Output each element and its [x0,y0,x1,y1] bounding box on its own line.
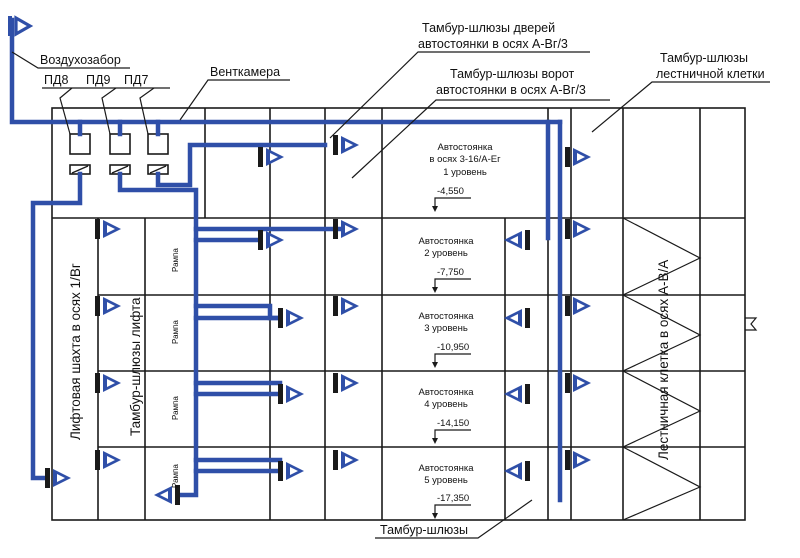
parking-title: Автостоянка [418,387,474,398]
elevation-leader [434,504,471,515]
supply-valve-icon [278,308,304,328]
elevation-leader [434,197,471,208]
supply-valve-icon [504,461,530,481]
supply-valve-icon [95,219,121,239]
supply-valve-icon [504,308,530,328]
fan-units [69,133,169,175]
stair-flights [621,217,702,521]
break-mark [745,317,758,331]
supply-valve-icon [278,384,304,404]
elevation-marks: -4,550 -7,750 -10,950 -14,150 -17,350 [432,186,471,519]
elevation-value: -14,150 [437,418,469,429]
stair-lock-label-2: лестничной клетки [656,67,765,81]
ramp-label: Рампа [171,396,180,420]
supply-valves [45,135,591,505]
supply-valve-icon [504,384,530,404]
elevation-value: -10,950 [437,342,469,353]
air-intake-label: Воздухозабор [40,53,121,67]
elevation-leader [434,353,471,364]
supply-valve-icon [95,373,121,393]
ramp-label: Рампа [171,320,180,344]
bottom-locks-label: Тамбур-шлюзы [380,523,468,537]
stairwell-label: Лестничная клетка в осях А-В/А [656,260,671,460]
supply-valve-icon [565,147,591,167]
elevation-arrow-icon [432,362,438,368]
pd8-label: ПД8 [44,73,68,87]
parking-level: 2 уровень [424,248,468,259]
supply-valve-icon [333,373,359,393]
air-ducts [9,17,563,503]
fan-pd8 [69,133,91,155]
gates-lock-label-1: Тамбур-шлюзы ворот [450,67,575,81]
elevation-arrow-icon [432,206,438,212]
supply-valve-icon [154,485,180,505]
elevation-value: -7,750 [437,267,464,278]
leader-lines [11,51,770,539]
text-labels: Воздухозабор ПД8 ПД9 ПД7 Венткамера Тамб… [8,15,765,537]
parking-title: Автостоянка [418,236,474,247]
parking-level: 5 уровень [424,475,468,486]
elevation-value: -4,550 [437,186,464,197]
parking-title: Автостоянка [418,463,474,474]
ramp-label: Рампа [171,248,180,272]
supply-valve-icon [565,373,591,393]
parking-title: Автостоянка [437,142,493,153]
ramp-label: Рампа [171,464,180,488]
parking-title: Автостоянка [418,311,474,322]
parking-level: 3 уровень [424,323,468,334]
gates-lock-label-2: автостоянки в осях А-Вг/3 [436,83,586,97]
parking-axes: в осях 3-16/А-Ег [429,154,501,165]
parking-level: 4 уровень [424,399,468,410]
parking-labels: Автостоянка в осях 3-16/А-Ег 1 уровень А… [418,142,501,486]
lift-shaft-label: Лифтовая шахта в осях 1/Вг [68,263,83,440]
supply-valve-icon [333,296,359,316]
fan-pd7 [147,133,169,155]
supply-valve-icon [565,219,591,239]
supply-valve-icon [333,219,359,239]
pd9-label: ПД9 [86,73,110,87]
supply-valve-icon [565,450,591,470]
supply-valve-icon [95,296,121,316]
elevation-leader [434,429,471,440]
stair-lock-label-1: Тамбур-шлюзы [660,51,748,65]
pd7-label: ПД7 [124,73,148,87]
elevation-value: -17,350 [437,493,469,504]
elevation-arrow-icon [432,513,438,519]
lift-lock-label: Тамбур-шлюзы лифта [128,297,143,436]
supply-valve-icon [258,147,284,167]
supply-valve-icon [565,296,591,316]
supply-valve-icon [504,230,530,250]
elevation-arrow-icon [432,438,438,444]
doors-lock-label-2: автостоянки в осях А-Вг/3 [418,37,568,51]
doors-lock-label-1: Тамбур-шлюзы дверей [422,21,555,35]
vent-chamber-label: Венткамера [210,65,280,79]
supply-valve-icon [258,230,284,250]
elevation-arrow-icon [432,287,438,293]
supply-valve-icon [95,450,121,470]
fan-pd9 [109,133,131,155]
supply-valve-icon [278,461,304,481]
elevation-leader [434,278,471,289]
air-intake-icon [8,15,34,37]
supply-valve-icon [333,135,359,155]
supply-valve-icon [45,468,71,488]
parking-level: 1 уровень [443,167,487,178]
supply-valve-icon [333,450,359,470]
